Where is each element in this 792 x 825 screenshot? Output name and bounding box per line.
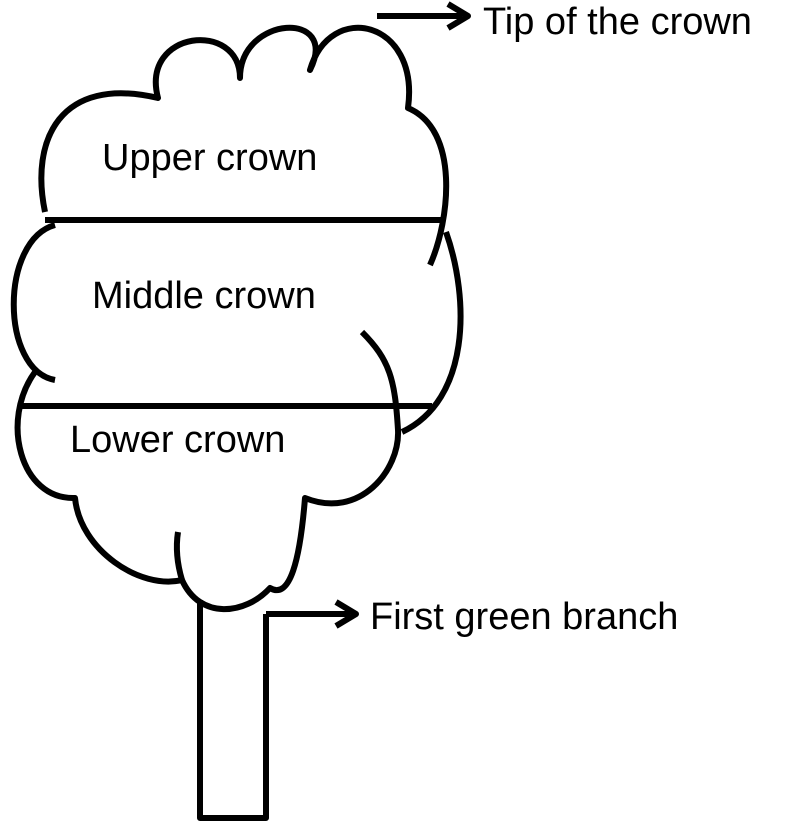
tip-of-crown-label: Tip of the crown — [483, 1, 752, 43]
upper-crown-label: Upper crown — [102, 137, 318, 179]
middle-crown-outline — [10, 222, 57, 383]
lower-crown-outline — [14, 329, 402, 613]
first-green-branch-label: First green branch — [370, 596, 679, 638]
middle-crown-label: Middle crown — [92, 275, 316, 317]
lower-crown-label: Lower crown — [70, 419, 286, 461]
lower-crown-inner-stroke — [173, 531, 185, 581]
middle-crown-right-outline — [400, 231, 464, 435]
upper-crown-outline — [38, 24, 450, 267]
tip-arrow-head — [446, 1, 471, 31]
tree-trunk — [197, 600, 269, 821]
branch-arrow-head — [334, 599, 359, 629]
